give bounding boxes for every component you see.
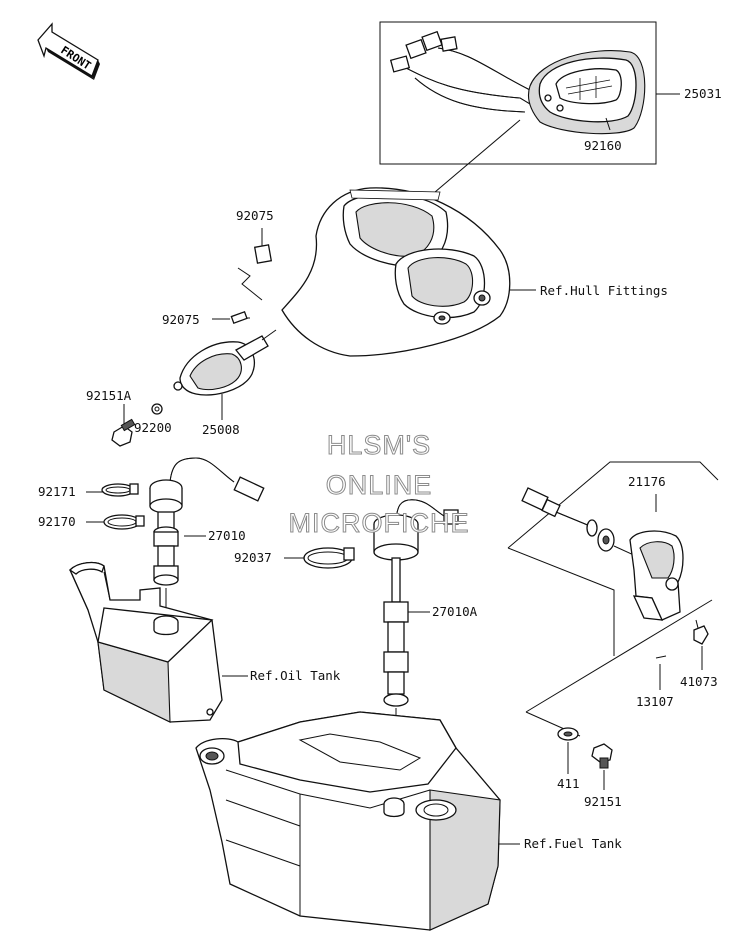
label-92170: 92170: [38, 514, 76, 529]
bolt-92151: [591, 743, 613, 769]
watermark-line2: ONLINE: [325, 470, 433, 500]
cable-box-diag: [525, 599, 713, 713]
label-41073: 41073: [680, 674, 718, 689]
label-92151A: 92151A: [86, 388, 132, 403]
fuel-level-sensor: [373, 499, 459, 707]
clamp-92037: [303, 547, 355, 569]
oil-tank: [68, 561, 223, 723]
meter-assembly-box: [379, 21, 657, 165]
washer-411: [557, 727, 579, 741]
pin-13107: [655, 655, 667, 659]
ref-oil-tank: Ref.Oil Tank: [250, 668, 341, 683]
hull-fitting: [281, 187, 511, 357]
label-92075-mid: 92075: [162, 312, 200, 327]
label-92160: 92160: [584, 138, 622, 153]
bolt-92151A: [111, 418, 136, 447]
cable-assembly: [521, 487, 684, 621]
fuel-tank: [195, 711, 501, 931]
clip-92075-top: [253, 244, 273, 264]
ref-fuel-tank: Ref.Fuel Tank: [524, 836, 622, 851]
label-92151: 92151: [584, 794, 622, 809]
oil-level-sensor: [149, 457, 265, 586]
clamp-92170: [103, 514, 145, 530]
label-92200: 92200: [134, 420, 172, 435]
speed-sensor: [173, 329, 277, 396]
label-92037: 92037: [234, 550, 272, 565]
label-25031: 25031: [684, 86, 722, 101]
label-27010: 27010: [208, 528, 246, 543]
label-25008: 25008: [202, 422, 240, 437]
clip-41073: [693, 619, 709, 645]
watermark-line3: MICROFICHE: [288, 508, 470, 538]
label-27010A: 27010A: [432, 604, 478, 619]
meter-harness: [389, 30, 531, 113]
label-411: 411: [557, 776, 580, 791]
front-arrow-icon: [37, 22, 100, 80]
label-92075-top: 92075: [236, 208, 274, 223]
label-21176: 21176: [628, 474, 666, 489]
clamp-92171: [101, 483, 139, 497]
meter-unit: [527, 50, 646, 135]
cable-box-left: [507, 547, 615, 656]
label-13107: 13107: [636, 694, 674, 709]
watermark-line1: HLSM'S: [326, 430, 432, 460]
ref-hull-fittings: Ref.Hull Fittings: [540, 283, 668, 298]
label-92171: 92171: [38, 484, 76, 499]
clip-92075-mid: [230, 310, 248, 324]
